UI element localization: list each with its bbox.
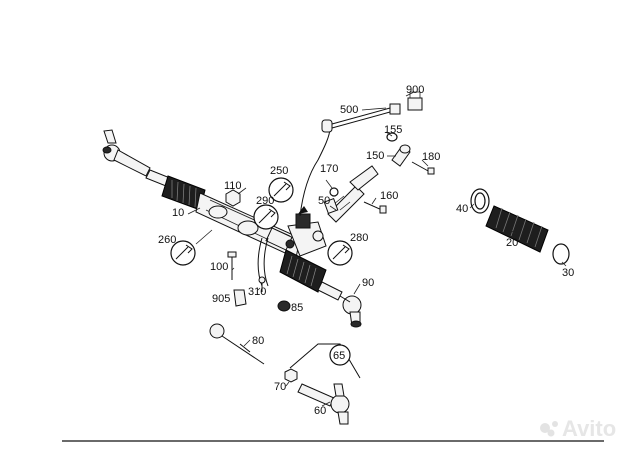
label-50: 50 [318, 195, 330, 207]
wrench-icon-290 [253, 204, 279, 230]
screw-310 [258, 276, 266, 292]
wrench-icon-250 [268, 177, 294, 203]
bolt-180 [411, 161, 435, 175]
wrench-icon-260 [170, 240, 196, 266]
tie-rod-end-60 [297, 383, 350, 425]
label-310: 310 [248, 286, 266, 298]
label-20: 20 [506, 237, 518, 249]
part-150-joint [391, 144, 411, 167]
part-170 [329, 187, 339, 197]
sensor-cable-500 [321, 103, 401, 133]
label-170: 170 [320, 163, 338, 175]
intermediate-shaft [323, 165, 379, 223]
bolt-100 [227, 251, 237, 280]
label-260: 260 [158, 234, 176, 246]
label-90: 90 [362, 277, 374, 289]
nut-85 [277, 300, 291, 312]
label-150: 150 [366, 150, 384, 162]
part-labels: 900 500 155 150 180 250 170 110 290 50 1… [158, 84, 574, 417]
clamp-30 [552, 243, 570, 265]
kit-65-bracket [289, 343, 361, 379]
label-250: 250 [270, 165, 288, 177]
nut-110 [225, 189, 241, 207]
label-100: 100 [210, 261, 228, 273]
label-70: 70 [274, 381, 286, 393]
label-30: 30 [562, 267, 574, 279]
label-10: 10 [172, 207, 184, 219]
watermark: Avito [540, 416, 616, 441]
bolt-160 [363, 201, 387, 214]
label-60: 60 [314, 405, 326, 417]
label-110: 110 [224, 180, 242, 192]
sensor-900 [407, 91, 423, 111]
label-180: 180 [422, 151, 440, 163]
label-160: 160 [380, 190, 398, 202]
rack-housing [145, 169, 343, 301]
watermark-text: Avito [562, 416, 616, 441]
nut-70 [284, 368, 298, 383]
boot-20 [485, 205, 549, 253]
label-85: 85 [291, 302, 303, 314]
label-905: 905 [212, 293, 230, 305]
wrench-icon-280 [327, 240, 353, 266]
bushing-905 [233, 289, 247, 307]
washer-155 [386, 132, 398, 142]
tie-rod-end-right [339, 295, 362, 328]
label-280: 280 [350, 232, 368, 244]
label-40: 40 [456, 203, 468, 215]
label-155: 155 [384, 124, 402, 136]
label-500: 500 [340, 104, 358, 116]
clamp-40 [470, 188, 490, 214]
leader-lines [187, 91, 567, 407]
label-900: 900 [406, 84, 424, 96]
label-65: 65 [333, 350, 345, 362]
tie-rod-end-left [102, 129, 151, 177]
label-80: 80 [252, 335, 264, 347]
inner-tie-rod-80 [209, 323, 265, 365]
label-290: 290 [256, 195, 274, 207]
